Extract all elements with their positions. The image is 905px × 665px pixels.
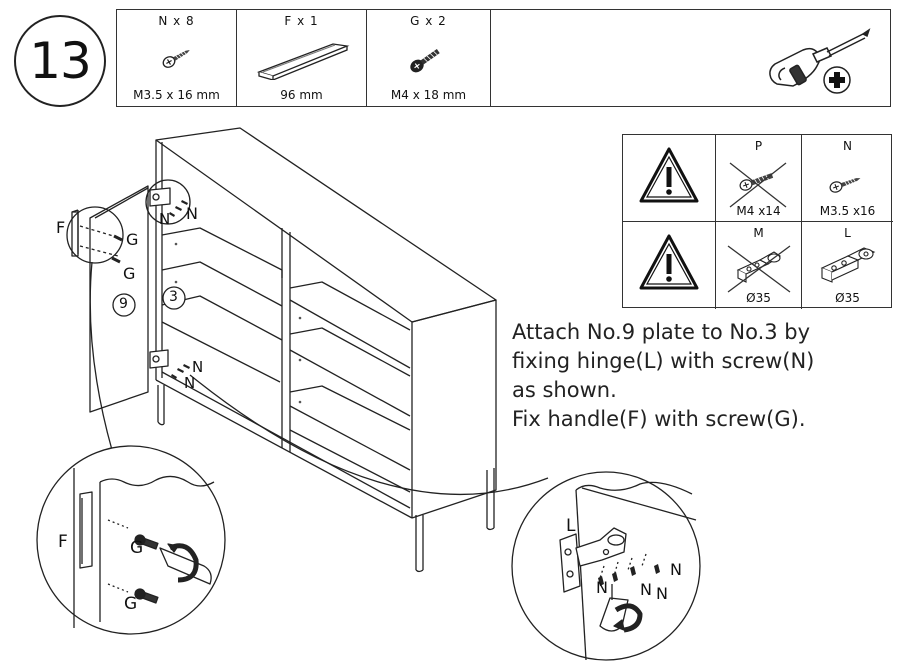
wrong-part-size: Ø35: [746, 291, 771, 305]
screw-label-n: N: [596, 578, 608, 597]
step-number: 13: [29, 32, 92, 90]
correct-part-cell: N M3.5 x16: [802, 135, 893, 222]
warning-triangle-icon: [639, 147, 699, 203]
screw-label-g: G: [124, 594, 138, 614]
screw-label-n: N: [656, 584, 668, 603]
correct-part-size: M3.5 x16: [819, 204, 876, 218]
wrong-part-size: M4 x14: [736, 204, 781, 218]
screw-label-n: N: [670, 560, 682, 579]
screw-label-n: N: [184, 374, 196, 392]
handle-label-f: F: [58, 532, 68, 552]
warning-cell: [623, 135, 716, 222]
instruction-text: Attach No.9 plate to No.3 by fixing hing…: [512, 318, 814, 434]
screw-icon: [162, 50, 190, 68]
correct-part-size: Ø35: [835, 291, 860, 305]
hinge-label-l: L: [566, 516, 576, 536]
correct-part-cell: L Ø35: [802, 222, 893, 309]
part-size: 96 mm: [280, 88, 323, 102]
phillips-screwdriver-icon: [769, 28, 871, 94]
instruction-line: as shown.: [512, 378, 617, 402]
instruction-line: Attach No.9 plate to No.3 by: [512, 320, 811, 344]
screw-label-g: G: [123, 264, 136, 283]
wrong-part-cell: M Ø35: [716, 222, 802, 309]
part-screw-g: G x 2 M4 x 18 mm: [367, 10, 491, 106]
correct-part-label: L: [844, 226, 851, 240]
part-title: F x 1: [284, 14, 319, 28]
warning-table: P M4 x14 N M3.5 x16: [622, 134, 893, 309]
wrong-part-cell: P M4 x14: [716, 135, 802, 222]
part-size: M3.5 x 16 mm: [133, 88, 220, 102]
handle-label-f: F: [56, 218, 66, 237]
screw-label-n: N: [186, 204, 198, 223]
hinge-icon: [820, 247, 876, 283]
crossed-hinge-icon: [727, 245, 791, 293]
screw-label-n: N: [159, 210, 171, 228]
wrong-part-label: P: [754, 139, 763, 153]
wrong-part-label: M: [753, 226, 764, 240]
handle-icon: [256, 43, 350, 80]
panel-3-label: 3: [169, 289, 178, 305]
part-title: N x 8: [158, 14, 195, 28]
warning-triangle-icon: [639, 234, 699, 290]
part-handle-f: F x 1 96 mm: [237, 10, 367, 106]
instruction-line: fixing hinge(L) with screw(N): [512, 349, 815, 373]
screw-label-n: N: [640, 580, 652, 599]
correct-part-label: N: [843, 139, 852, 153]
tool-cell: [491, 10, 890, 106]
part-screw-n: N x 8 M3.5 x 16 mm: [117, 10, 237, 106]
screw-icon: [410, 49, 440, 73]
part-title: G x 2: [410, 14, 447, 28]
panel-9-label: 9: [119, 296, 128, 312]
crossed-screw-icon: [729, 162, 787, 208]
screw-icon: [829, 178, 861, 193]
instruction-line: Fix handle(F) with screw(G).: [512, 407, 806, 431]
parts-list: N x 8 M3.5 x 16 mm F x 1 96 mm G x 2: [116, 9, 891, 107]
screw-label-g: G: [130, 538, 144, 558]
part-size: M4 x 18 mm: [390, 88, 467, 102]
screw-label-n: N: [192, 358, 204, 376]
step-number-badge: 13: [14, 15, 106, 107]
warning-cell: [623, 222, 716, 309]
screw-label-g: G: [126, 230, 139, 249]
